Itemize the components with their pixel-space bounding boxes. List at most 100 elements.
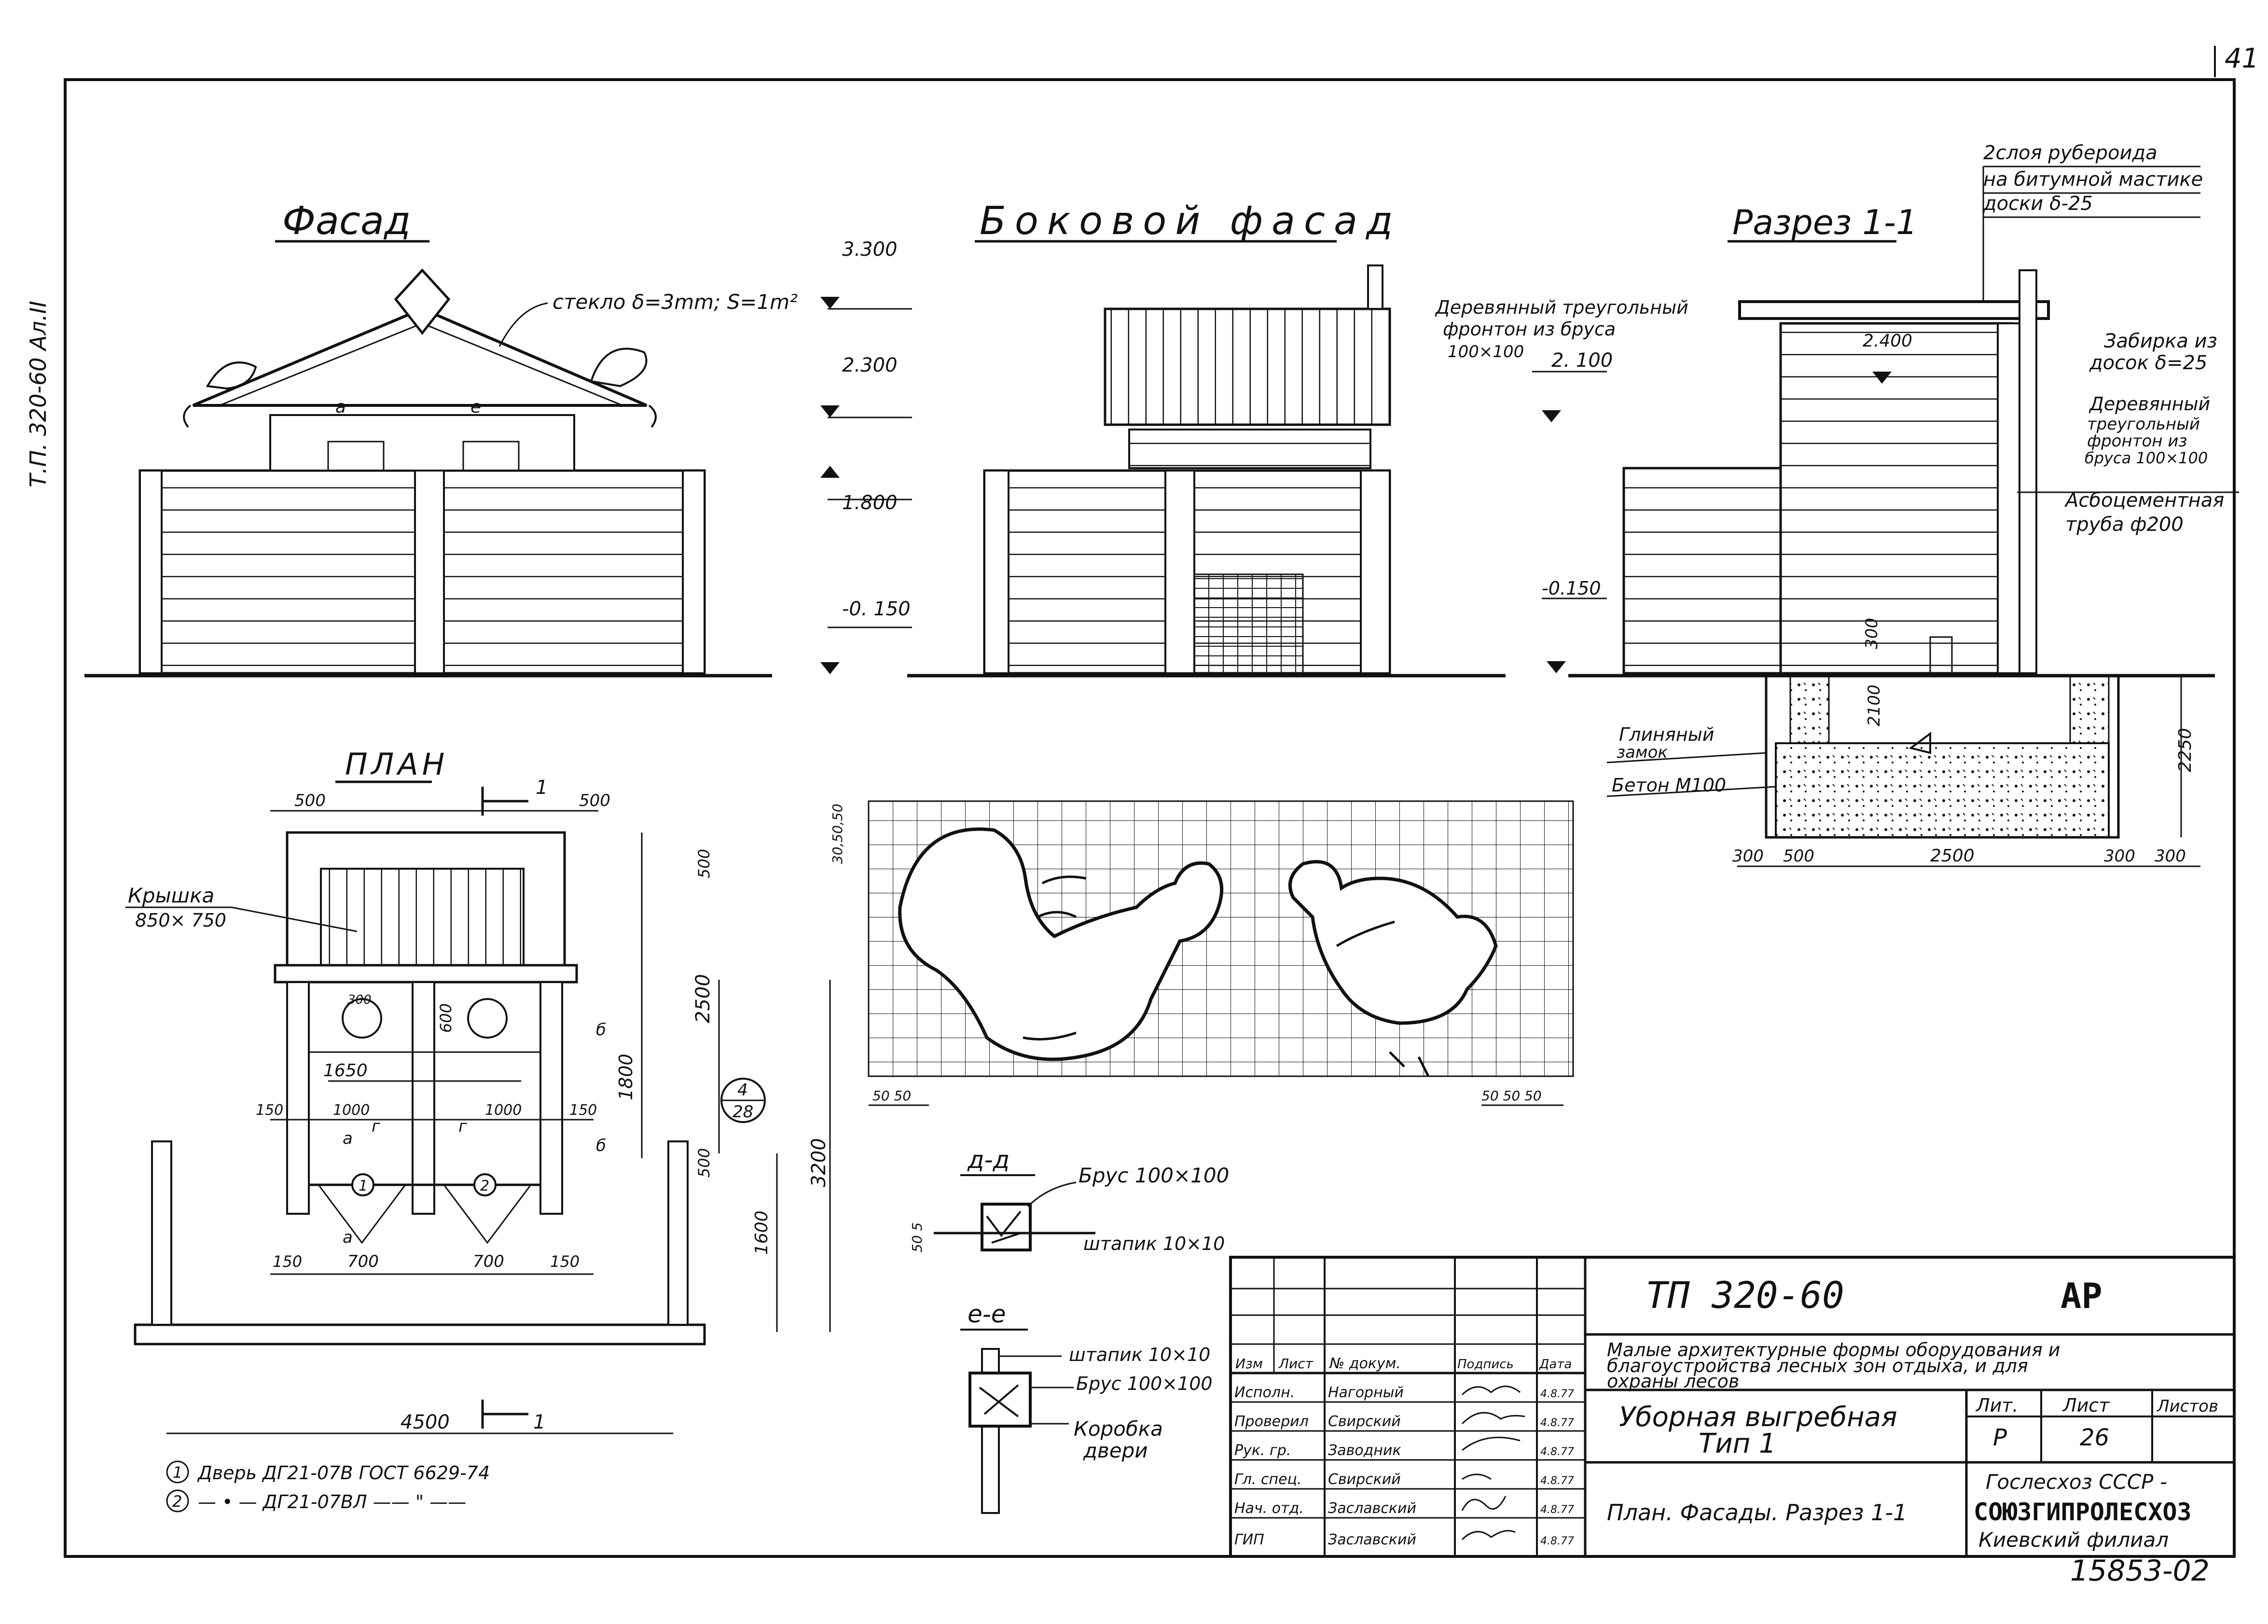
- tb-role-2: Проверил: [1234, 1413, 1309, 1430]
- tb-name-1: Нагорный: [1328, 1384, 1404, 1401]
- dim-4500: 4500: [401, 1411, 450, 1433]
- door-legend: 1 2 Дверь ДГ21-07В ГОСТ 6629-74 — • — ДГ…: [166, 1460, 490, 1513]
- side-facade-title: Боковой фасад: [980, 198, 1401, 243]
- door-1-mark: 1: [359, 1178, 368, 1194]
- tb-header-doc: № докум.: [1328, 1355, 1401, 1372]
- dim-150-a: 150: [256, 1102, 283, 1119]
- tb-lit-label: Лит.: [1975, 1395, 2019, 1416]
- signatures: [1461, 1386, 1525, 1541]
- tb-sheets-label: Листов: [2156, 1397, 2218, 1416]
- level-3300: 3.300: [842, 238, 898, 261]
- sheet-frame: [64, 78, 2236, 1558]
- tb-name-5: Заславский: [1328, 1500, 1416, 1517]
- tb-name-4: Свирский: [1328, 1471, 1401, 1488]
- dim-2100-v: 2100: [1865, 684, 1884, 726]
- clay-1: Глиняный: [1619, 724, 1714, 745]
- mark-b-2: б: [596, 1136, 606, 1155]
- dd-title: д-д: [967, 1146, 1010, 1174]
- tb-desc-1: Малые архитектурные формы оборудования и: [1607, 1339, 2060, 1360]
- roof-note-3: доски δ-25: [1983, 193, 2093, 215]
- tb-header-list: Лист: [1278, 1356, 1314, 1372]
- tb-role-5: Нач. отд.: [1234, 1500, 1304, 1517]
- tb-object-2: Тип 1: [1699, 1428, 1776, 1459]
- tb-header-izm: Изм: [1235, 1356, 1263, 1372]
- tb-project: ТП 320-60: [1646, 1274, 1844, 1317]
- dim-1600: 1600: [752, 1210, 772, 1255]
- side-code: Т.П. 320-60 Ал.II: [25, 301, 51, 487]
- section-level-2100: 2. 100: [1551, 349, 1613, 372]
- dim-2500: 2500: [692, 974, 714, 1023]
- tb-sheet-content: План. Фасады. Разрез 1-1: [1607, 1499, 1907, 1526]
- tb-desc-2: благоустройства лесных зон отдыха, и для: [1607, 1355, 2028, 1376]
- tb-org-3: Киевский филиал: [1978, 1528, 2169, 1552]
- lid-note-1: Крышка: [128, 884, 214, 907]
- cladding-2: досок δ=25: [2089, 352, 2207, 374]
- ornament-grid: 30,50,50 50 50 50 50 50: [830, 800, 1574, 1106]
- title-block: Изм Лист № докум. Подпись Дата Исполн. Н…: [1229, 1256, 2236, 1558]
- dim-1000-a: 1000: [333, 1102, 370, 1119]
- gable-note-3: 100×100: [1448, 342, 1524, 361]
- dim-500-b: 500: [579, 791, 610, 810]
- detail-d-d: д-д Брус 100×100 штапик 10×10 50 5: [909, 1146, 1229, 1254]
- gable-r-1: Деревянный: [2088, 393, 2210, 415]
- section-1-1: 2слоя рубероида на битумной мастике доск…: [1435, 142, 2239, 867]
- tb-role-3: Рук. гр.: [1234, 1442, 1291, 1459]
- plan-cut-mark-top: 1: [536, 777, 548, 799]
- mark-b-1: б: [596, 1020, 606, 1040]
- dim-150-d: 150: [550, 1252, 580, 1271]
- gable-r-4: бруса 100×100: [2085, 449, 2208, 467]
- ee-beam: Брус 100×100: [1076, 1373, 1213, 1394]
- section-bottom-dim-1: 300: [1732, 847, 1764, 866]
- door-2-mark: 2: [480, 1178, 489, 1194]
- ee-box-2: двери: [1083, 1439, 1148, 1462]
- ee-bead: штапик 10×10: [1069, 1344, 1210, 1365]
- dim-1650: 1650: [323, 1061, 368, 1081]
- dim-700-b: 700: [473, 1252, 504, 1271]
- tb-role-4: Гл. спец.: [1234, 1471, 1301, 1488]
- gable-note-1: Деревянный треугольный: [1435, 297, 1688, 318]
- dim-500-c: 500: [695, 849, 713, 878]
- roof-note-2: на битумной мастике: [1983, 168, 2203, 191]
- dd-bead: штапик 10×10: [1083, 1233, 1225, 1254]
- facade-title: Фасад: [282, 198, 411, 243]
- tb-name-3: Заводник: [1328, 1442, 1401, 1459]
- plan-cut-mark-bottom: 1: [533, 1411, 545, 1433]
- dim-150-b: 150: [569, 1102, 597, 1119]
- tb-sheet-value: 26: [2080, 1424, 2109, 1451]
- level-2300: 2.300: [842, 354, 898, 376]
- door-e-mark: е: [470, 397, 481, 417]
- dim-1000-b: 1000: [485, 1102, 522, 1119]
- plan-view: ПЛАН 1 1 Крышка 850× 750 500 500 500 500: [125, 747, 831, 1434]
- gable-r-3: фронтон из: [2087, 431, 2187, 451]
- glass-note: стекло δ=3mm; S=1m²: [553, 290, 798, 314]
- ee-title: е-е: [968, 1300, 1006, 1328]
- ee-box-1: Коробка: [1074, 1417, 1163, 1441]
- rooster-outline: [898, 827, 1224, 1061]
- pipe-2: труба ф200: [2065, 514, 2184, 536]
- detail-e-e: е-е штапик 10×10 Брус 100×100 Коробка дв…: [960, 1300, 1213, 1514]
- gable-note-2: фронтон из бруса: [1443, 319, 1616, 340]
- tb-date-5: 4.8.77: [1540, 1504, 1574, 1516]
- tb-lit-value: Р: [1993, 1424, 2007, 1451]
- dim-2250-v: 2250: [2175, 728, 2195, 772]
- tb-object-1: Уборная выгребная: [1619, 1402, 1897, 1433]
- section-bottom-dim-3: 2500: [1930, 846, 1975, 866]
- dim-700-a: 700: [347, 1252, 379, 1271]
- section-bottom-dim-2: 500: [1783, 847, 1814, 866]
- pipe-1: Асбоцементная: [2064, 489, 2224, 512]
- ref-mark-top: 4: [737, 1081, 748, 1100]
- roof-note-1: 2слоя рубероида: [1983, 142, 2157, 164]
- inventory-number: 15853-02: [2070, 1554, 2210, 1588]
- level-m0150: -0. 150: [842, 598, 911, 620]
- dim-500-a: 500: [294, 791, 326, 810]
- dim-3200: 3200: [808, 1138, 830, 1187]
- tb-date-2: 4.8.77: [1540, 1417, 1574, 1429]
- page-number: 41: [2225, 43, 2259, 74]
- tb-name-2: Свирский: [1328, 1413, 1401, 1430]
- tb-role-6: ГИП: [1234, 1531, 1264, 1548]
- dim-500-d: 500: [695, 1148, 713, 1178]
- dim-150-c: 150: [273, 1252, 302, 1271]
- legend-2-num: 2: [172, 1492, 182, 1511]
- mark-a-1: а: [343, 1129, 353, 1148]
